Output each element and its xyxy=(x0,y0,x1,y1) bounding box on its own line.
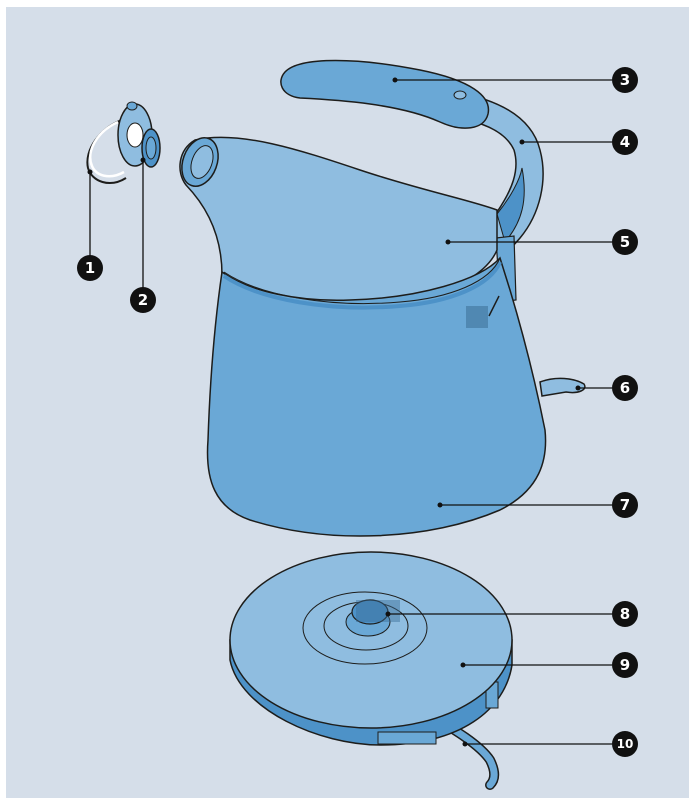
callout-2-label: 2 xyxy=(138,291,148,309)
callout-7: 7 xyxy=(612,492,638,518)
callout-3-label: 3 xyxy=(620,71,630,89)
callout-6: 6 xyxy=(612,375,638,401)
kettle-upper-body xyxy=(179,136,498,309)
callout-1-label: 1 xyxy=(85,259,95,277)
product-mark xyxy=(466,306,488,328)
callout-3: 3 xyxy=(612,67,638,93)
callout-7-label: 7 xyxy=(620,496,630,514)
callout-8-label: 8 xyxy=(620,605,630,623)
callout-2: 2 xyxy=(130,287,156,313)
callout-5-label: 5 xyxy=(620,233,630,251)
callout-6-label: 6 xyxy=(620,379,630,397)
callout-leaders xyxy=(89,79,612,745)
leader-dots xyxy=(87,77,581,747)
callout-10-label: 10 xyxy=(617,737,634,751)
handle-grip xyxy=(280,59,490,129)
switch-lever xyxy=(539,377,586,397)
callout-4-label: 4 xyxy=(620,133,630,151)
callout-1: 1 xyxy=(77,255,103,281)
handle-assembly xyxy=(280,59,544,303)
callout-4: 4 xyxy=(612,129,638,155)
callout-10: 10 xyxy=(612,731,638,757)
callout-5: 5 xyxy=(612,229,638,255)
kettle-lower-body xyxy=(206,256,586,537)
power-base xyxy=(229,551,513,790)
callout-9-label: 9 xyxy=(620,656,630,674)
callout-8: 8 xyxy=(612,601,638,627)
lid-assembly xyxy=(86,101,161,184)
callout-9: 9 xyxy=(612,652,638,678)
